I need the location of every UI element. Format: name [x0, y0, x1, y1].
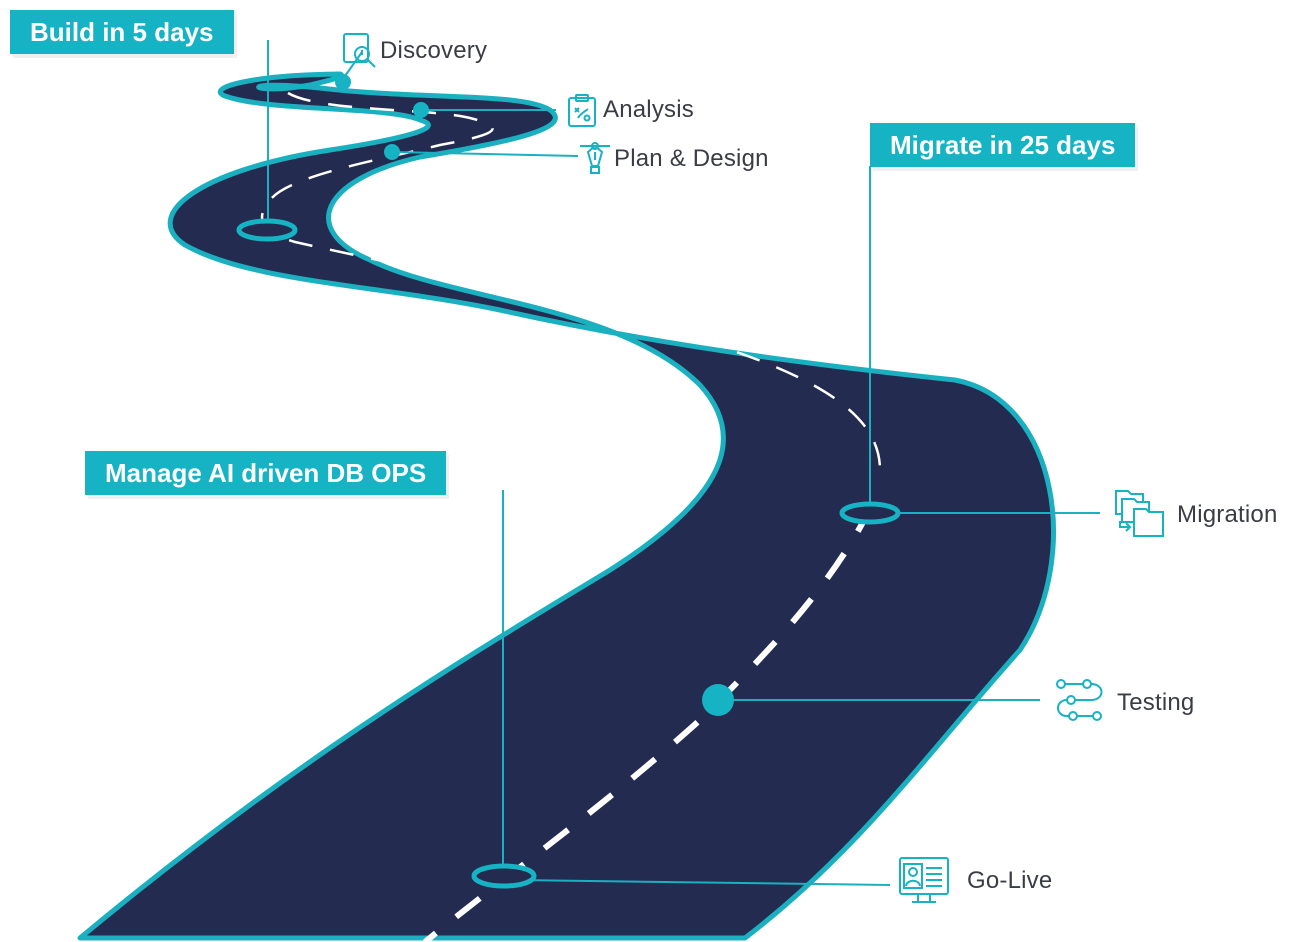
stage-label-discovery: Discovery	[380, 37, 488, 64]
road-center-line	[260, 91, 882, 471]
folders-transfer-icon	[1115, 490, 1164, 537]
migrate-ring	[839, 501, 901, 525]
build-phase-label: Build in 5 days	[10, 10, 234, 54]
stage-label-migration: Migration	[1177, 501, 1278, 528]
golive-connector	[514, 879, 891, 886]
road	[77, 71, 1056, 941]
discovery-search-icon	[343, 33, 376, 68]
pen-design-icon	[580, 142, 610, 174]
stage-label-testing: Testing	[1117, 689, 1195, 716]
stage-markers	[236, 74, 901, 889]
testing-marker	[702, 684, 734, 716]
stage-label-analysis: Analysis	[603, 96, 694, 123]
clipboard-strategy-icon	[568, 94, 596, 127]
test-flow-icon	[1056, 679, 1103, 721]
build-ring	[236, 218, 298, 242]
stage-label-go-live: Go-Live	[967, 867, 1053, 894]
discovery-connector	[344, 51, 363, 77]
stage-label-plan-design: Plan & Design	[614, 145, 769, 172]
manage-phase-label: Manage AI driven DB OPS	[85, 451, 447, 495]
plan-connector	[392, 151, 579, 157]
connector-lines	[267, 40, 1100, 886]
analysis-marker	[413, 102, 429, 118]
manage-ring	[471, 863, 537, 889]
plan-marker	[384, 144, 400, 160]
monitor-user-icon	[899, 857, 949, 903]
discovery-marker	[335, 74, 351, 90]
migrate-phase-label: Migrate in 25 days	[870, 123, 1136, 167]
